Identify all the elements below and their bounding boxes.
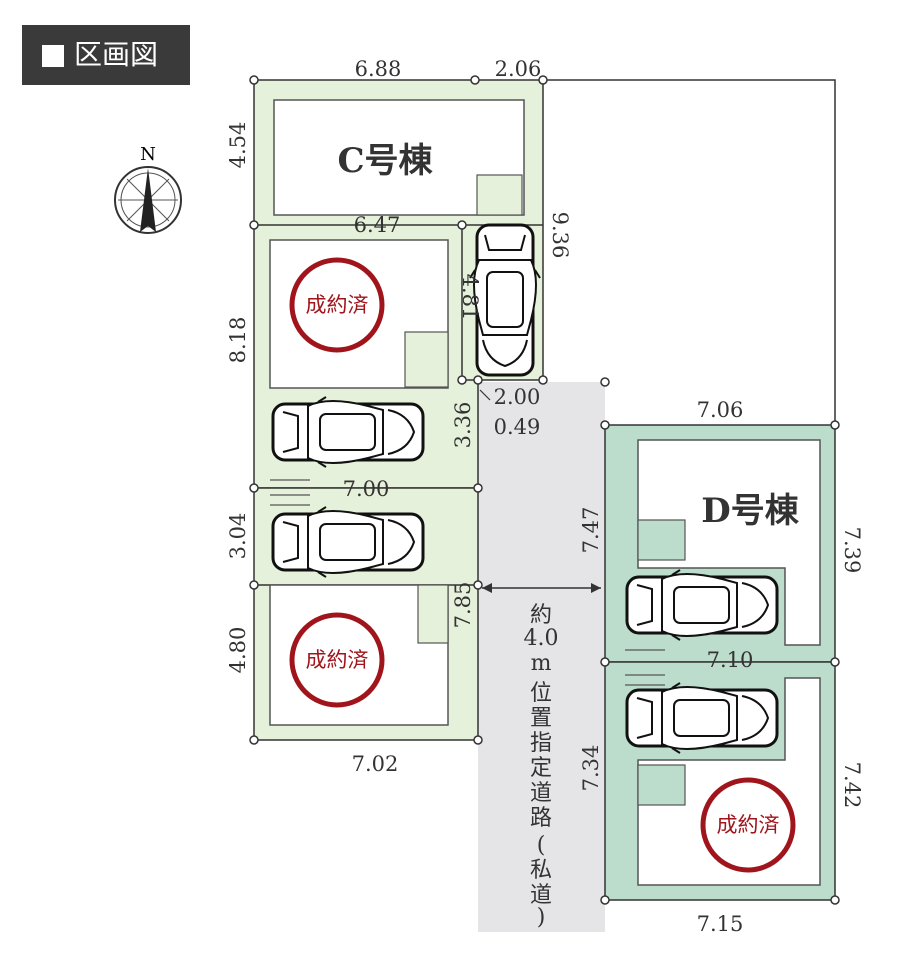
dim-label: 7.85 bbox=[451, 582, 475, 629]
road-label: 約 4.0 m 位 置 指 定 道 路 ( 私 道 ) bbox=[524, 603, 559, 930]
dim-label: 7.10 bbox=[707, 648, 754, 672]
dim-label: 3.04 bbox=[226, 513, 250, 560]
sold-stamp bbox=[289, 612, 385, 708]
svg-text:置: 置 bbox=[530, 706, 552, 731]
dim-label: 4.54 bbox=[226, 122, 250, 169]
svg-text:): ) bbox=[537, 905, 546, 930]
dim-label: 0.49 bbox=[494, 415, 541, 439]
survey-points bbox=[249, 75, 840, 905]
svg-text:約: 約 bbox=[530, 603, 552, 628]
svg-text:4.0: 4.0 bbox=[524, 626, 559, 651]
svg-text:(: ( bbox=[537, 833, 546, 858]
dim-label: 6.47 bbox=[354, 213, 401, 237]
sold-stamp bbox=[289, 257, 385, 353]
north-arrow-icon bbox=[114, 166, 182, 234]
title-badge: 区画図 bbox=[22, 25, 190, 85]
svg-text:道: 道 bbox=[530, 781, 552, 806]
dim-label: 2.00 bbox=[494, 385, 541, 409]
dim-label: 8.18 bbox=[226, 317, 250, 364]
svg-text:路: 路 bbox=[530, 806, 552, 831]
sold-stamp bbox=[700, 777, 796, 873]
neighbor-boundary bbox=[543, 79, 836, 425]
dim-label: 7.39 bbox=[840, 527, 864, 574]
north-label: N bbox=[140, 144, 156, 165]
svg-text:私: 私 bbox=[530, 858, 552, 883]
building-d bbox=[637, 439, 821, 646]
car-icon bbox=[271, 395, 425, 469]
svg-text:位: 位 bbox=[530, 681, 552, 706]
dim-label: 4.80 bbox=[226, 627, 250, 674]
dim-label: 7.42 bbox=[840, 762, 864, 809]
svg-text:m: m bbox=[531, 651, 552, 676]
svg-text:定: 定 bbox=[530, 756, 552, 781]
dim-label: 7.06 bbox=[697, 398, 744, 422]
dim-label: 7.47 bbox=[579, 507, 603, 554]
building-d-label: D号棟 bbox=[701, 491, 799, 531]
svg-text:道: 道 bbox=[530, 883, 552, 908]
dim-label: 9.36 bbox=[548, 212, 572, 259]
dim-label: 2.06 bbox=[495, 57, 542, 81]
dim-label: 4.81 bbox=[458, 274, 482, 321]
square-icon bbox=[42, 45, 64, 67]
private-road bbox=[478, 382, 605, 932]
dim-label: 6.88 bbox=[355, 57, 402, 81]
car-icon bbox=[271, 505, 425, 579]
building-c-label: C号棟 bbox=[337, 141, 433, 181]
dim-label: 7.34 bbox=[579, 745, 603, 792]
dim-label: 7.00 bbox=[343, 477, 390, 501]
sold-label: 成約済 bbox=[306, 293, 369, 317]
sold-label: 成約済 bbox=[306, 648, 369, 672]
car-icon bbox=[625, 568, 779, 642]
sold-label: 成約済 bbox=[717, 813, 780, 837]
dim-label: 3.36 bbox=[451, 402, 475, 449]
svg-text:指: 指 bbox=[530, 731, 552, 756]
dim-label: 7.02 bbox=[352, 752, 399, 776]
page-title: 区画図 bbox=[74, 38, 159, 71]
dim-label: 7.15 bbox=[697, 912, 744, 936]
car-icon bbox=[625, 681, 779, 755]
